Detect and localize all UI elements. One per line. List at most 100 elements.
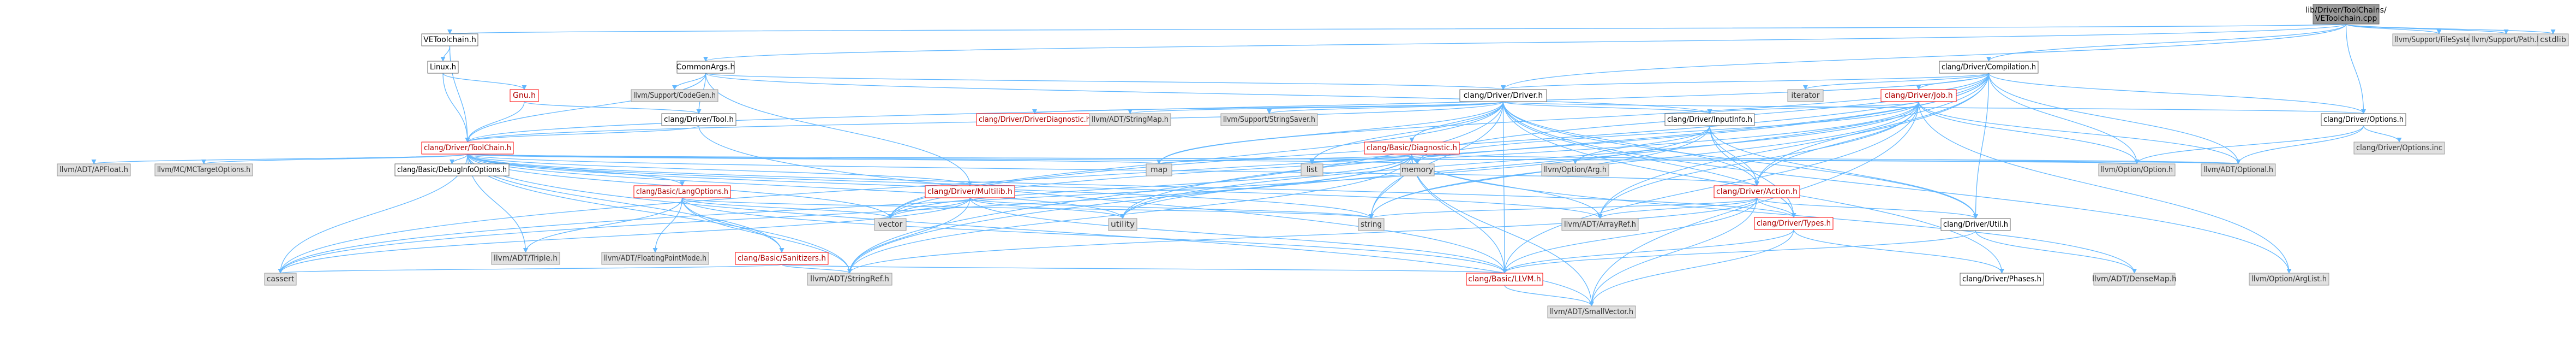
node-box xyxy=(661,113,736,126)
node-mctarget-h[interactable]: llvm/MC/MCTargetOptions.h xyxy=(154,163,253,176)
node-langopts-h[interactable]: clang/Basic/LangOptions.h xyxy=(633,185,731,198)
node-label: clang/Basic/Diagnostic.h xyxy=(1367,144,1457,152)
node-label: llvm/MC/MCTargetOptions.h xyxy=(157,166,250,174)
node-options-inc[interactable]: clang/Driver/Options.inc xyxy=(2353,141,2445,155)
node-apfloat-h[interactable]: llvm/ADT/APFloat.h xyxy=(57,163,131,176)
edge-compilation_h-to-cassert xyxy=(278,73,1990,274)
node-box xyxy=(1754,217,1834,230)
edge-util_h-to-llvm_h xyxy=(1502,230,1976,274)
node-box xyxy=(510,89,539,102)
edge-compilation_h-to-iterator xyxy=(1803,73,1990,90)
node-compilation-h[interactable]: clang/Driver/Compilation.h xyxy=(1939,61,2039,74)
edge-commonargs_h-to-codegen_h xyxy=(672,73,706,90)
node-cstdlib[interactable]: cstdlib xyxy=(2537,33,2569,46)
edge-langopts_h-to-sanitizers_h xyxy=(681,197,784,253)
node-optarg-h[interactable]: llvm/Option/Arg.h xyxy=(1541,163,1609,176)
edge-basicdiag_h-to-utility xyxy=(1120,154,1412,219)
node-commonargs-h[interactable]: CommonArgs.h xyxy=(676,61,735,74)
node-box xyxy=(735,252,829,265)
node-box xyxy=(807,273,892,286)
node-triple-h[interactable]: llvm/ADT/Triple.h xyxy=(491,252,560,265)
edge-basicdiag_h-to-optional_h xyxy=(1411,154,2240,164)
node-action-h[interactable]: clang/Driver/Action.h xyxy=(1714,185,1800,198)
node-types-h[interactable]: clang/Driver/Types.h xyxy=(1754,217,1834,230)
node-cassert[interactable]: cassert xyxy=(264,273,297,286)
node-root[interactable]: lib/Driver/ToolChains/VEToolchain.cpp xyxy=(2305,4,2387,25)
node-label: Linux.h xyxy=(430,63,456,72)
edge-job_h-to-option_h xyxy=(1918,101,2140,164)
node-job-h[interactable]: clang/Driver/Job.h xyxy=(1880,89,1957,102)
node-utility[interactable]: utility xyxy=(1108,218,1137,231)
edge-multilib_h-to-cassert xyxy=(278,197,971,274)
node-label: clang/Driver/Phases.h xyxy=(1962,275,2041,284)
node-optional-h[interactable]: llvm/ADT/Optional.h xyxy=(2201,163,2276,176)
node-label: lib/Driver/ToolChains/VEToolchain.cpp xyxy=(2305,6,2387,23)
edge-basicdiag_h-to-list xyxy=(1309,154,1412,164)
edge-langopts_h-to-string xyxy=(681,197,1374,219)
node-label: llvm/ADT/DenseMap.h xyxy=(2092,275,2177,284)
node-phases-h[interactable]: clang/Driver/Phases.h xyxy=(1960,273,2044,286)
edge-langopts_h-to-stringref_h xyxy=(681,197,853,274)
node-box xyxy=(421,141,514,155)
node-toolchain-h[interactable]: clang/Driver/ToolChain.h xyxy=(421,141,514,155)
edge-compilation_h-to-action_h xyxy=(1754,73,1990,186)
node-stringref-h[interactable]: llvm/ADT/StringRef.h xyxy=(807,273,892,286)
node-box xyxy=(1146,163,1172,176)
node-filesystem-h[interactable]: llvm/Support/FileSystem.h xyxy=(2392,33,2486,46)
node-debuginfo-h[interactable]: clang/Basic/DebugInfoOptions.h xyxy=(394,163,510,176)
node-map[interactable]: map xyxy=(1146,163,1172,176)
node-gnu-h[interactable]: Gnu.h xyxy=(510,89,539,102)
node-vetoolchain-h[interactable]: VEToolchain.h xyxy=(421,33,478,46)
node-basicdiag-h[interactable]: clang/Basic/Diagnostic.h xyxy=(1364,141,1460,155)
node-multilib-h[interactable]: clang/Driver/Multilib.h xyxy=(925,185,1015,198)
edge-job_h-to-smallvector_h xyxy=(1589,101,1919,306)
node-stringmap-h[interactable]: llvm/ADT/StringMap.h xyxy=(1089,113,1171,126)
edge-root-to-compilation_h xyxy=(1986,23,2347,62)
edge-vetoolchain_h-to-linux_h xyxy=(440,45,451,62)
node-arglist-h[interactable]: llvm/Option/ArgList.h xyxy=(2249,273,2329,286)
node-tool-h[interactable]: clang/Driver/Tool.h xyxy=(661,113,736,126)
node-driver-h[interactable]: clang/Driver/Driver.h xyxy=(1459,89,1547,102)
node-driverdiag-h[interactable]: clang/Driver/DriverDiagnostic.h xyxy=(976,113,1093,126)
node-iterator[interactable]: iterator xyxy=(1787,89,1824,102)
edge-types_h-to-llvm_h xyxy=(1502,229,1794,274)
node-llvm-h[interactable]: clang/Basic/LLVM.h xyxy=(1466,273,1543,286)
node-box xyxy=(1400,163,1435,176)
edge-action_h-to-types_h xyxy=(1756,197,1796,218)
node-fpmode-h[interactable]: llvm/ADT/FloatingPointMode.h xyxy=(601,252,709,265)
node-label: clang/Driver/Types.h xyxy=(1757,219,1831,228)
edge-multilib_h-to-utility xyxy=(969,197,1125,219)
node-label: utility xyxy=(1111,220,1135,229)
node-box xyxy=(601,252,709,265)
node-inputinfo-h[interactable]: clang/Driver/InputInfo.h xyxy=(1664,113,1755,126)
edge-options_h-to-options_inc xyxy=(2363,125,2402,143)
node-options-h[interactable]: clang/Driver/Options.h xyxy=(2321,113,2406,126)
node-vector[interactable]: vector xyxy=(874,218,907,231)
node-string[interactable]: string xyxy=(1358,218,1385,231)
node-option-h[interactable]: llvm/Option/Option.h xyxy=(2098,163,2176,176)
node-linux-h[interactable]: Linux.h xyxy=(427,61,459,74)
node-list[interactable]: list xyxy=(1301,163,1323,176)
node-box xyxy=(2353,141,2445,155)
node-sanitizers-h[interactable]: clang/Basic/Sanitizers.h xyxy=(735,252,829,265)
node-label: VEToolchain.h xyxy=(423,36,476,44)
node-box xyxy=(1541,163,1609,176)
node-densemap-h[interactable]: llvm/ADT/DenseMap.h xyxy=(2092,273,2177,286)
node-stringsaver-h[interactable]: llvm/Support/StringSaver.h xyxy=(1220,113,1318,126)
node-memory[interactable]: memory xyxy=(1400,163,1435,176)
node-util-h[interactable]: clang/Driver/Util.h xyxy=(1940,218,2011,231)
node-arrayref-h[interactable]: llvm/ADT/ArrayRef.h xyxy=(1561,218,1639,231)
node-label: list xyxy=(1307,166,1318,174)
node-path-h[interactable]: llvm/Support/Path.h xyxy=(2469,33,2544,46)
node-label: clang/Driver/Driver.h xyxy=(1464,91,1543,100)
node-smallvector-h[interactable]: llvm/ADT/SmallVector.h xyxy=(1547,305,1636,318)
node-label: cstdlib xyxy=(2540,36,2566,44)
node-label: memory xyxy=(1401,166,1434,174)
node-codegen-h[interactable]: llvm/Support/CodeGen.h xyxy=(631,89,718,102)
node-label: clang/Basic/DebugInfoOptions.h xyxy=(397,166,507,174)
edge-toolchain_h-to-apfloat_h xyxy=(92,154,468,164)
node-box xyxy=(427,61,459,74)
node-box xyxy=(676,61,735,74)
node-box xyxy=(1939,61,2039,74)
edge-langopts_h-to-triple_h xyxy=(523,197,683,253)
